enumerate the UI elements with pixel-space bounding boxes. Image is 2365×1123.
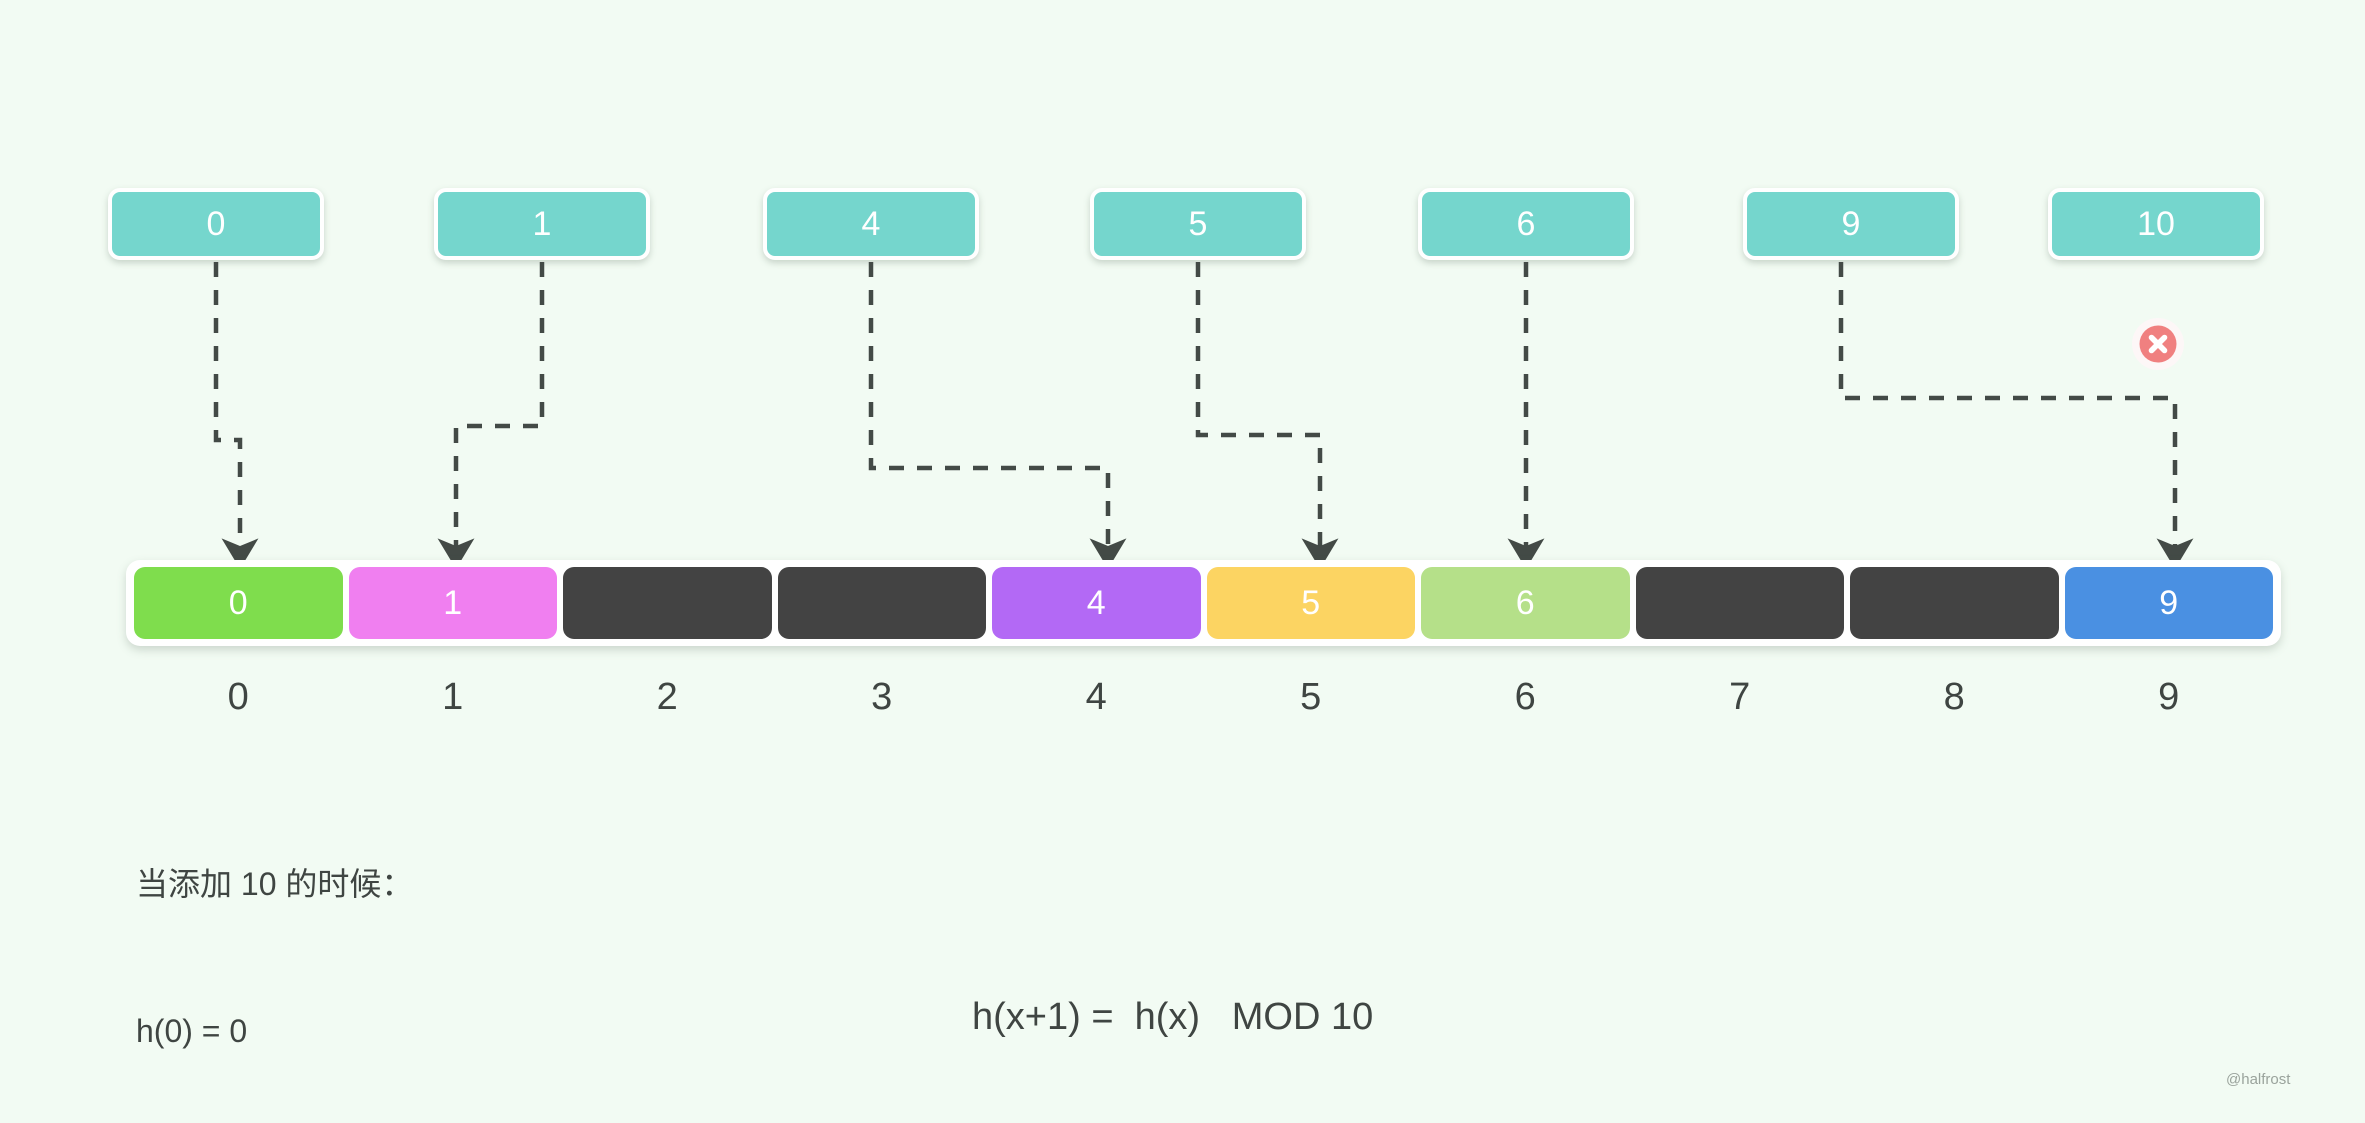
array-cell-9[interactable]: 9 bbox=[2064, 567, 2273, 639]
key-box-label: 5 bbox=[1188, 205, 1208, 243]
array-index-6: 6 bbox=[1514, 676, 1536, 718]
key-box-1[interactable]: 1 bbox=[434, 188, 650, 260]
array-index-5: 5 bbox=[1300, 676, 1322, 718]
array-index-8: 8 bbox=[1943, 676, 1965, 718]
arrow-key5-to-slot5 bbox=[1195, 262, 1339, 569]
arrow-key4-to-slot4 bbox=[868, 262, 1127, 569]
key-box-label: 4 bbox=[861, 205, 881, 243]
key-box-0[interactable]: 0 bbox=[108, 188, 324, 260]
array-cell-value: 0 bbox=[228, 584, 248, 622]
key-box-label: 6 bbox=[1516, 205, 1536, 243]
array-cell-2[interactable] bbox=[563, 567, 772, 639]
array-cell-value: 5 bbox=[1301, 584, 1321, 622]
key-box-5[interactable]: 5 bbox=[1090, 188, 1306, 260]
key-box-label: 1 bbox=[532, 205, 552, 243]
key-box-4[interactable]: 4 bbox=[763, 188, 979, 260]
collision-error-icon bbox=[2132, 318, 2184, 370]
key-box-10[interactable]: 10 bbox=[2048, 188, 2264, 260]
array-index-7: 7 bbox=[1729, 676, 1751, 718]
array-index-4: 4 bbox=[1085, 676, 1107, 718]
key-box-9[interactable]: 9 bbox=[1743, 188, 1959, 260]
array-cell-3[interactable] bbox=[777, 567, 986, 639]
array-index-2: 2 bbox=[656, 676, 678, 718]
key-box-6[interactable]: 6 bbox=[1418, 188, 1634, 260]
hash-formula: h(x+1) = h(x) MOD 10 bbox=[972, 996, 1374, 1038]
hash-table-array: 0 1 4 5 6 9 bbox=[126, 560, 2281, 646]
arrow-key9-to-slot9 bbox=[1838, 262, 2194, 569]
array-index-labels: 0 1 2 3 4 5 6 7 8 9 bbox=[126, 672, 2281, 722]
array-cell-5[interactable]: 5 bbox=[1206, 567, 1415, 639]
array-index-3: 3 bbox=[871, 676, 893, 718]
array-cell-8[interactable] bbox=[1850, 567, 2059, 639]
array-cell-value: 6 bbox=[1515, 584, 1535, 622]
array-cell-4[interactable]: 4 bbox=[992, 567, 1201, 639]
key-box-label: 0 bbox=[206, 205, 226, 243]
calculation-block: 当添加 10 的时候： h(0) = 0 h(1) = 0 + 1 * 1 = … bbox=[136, 762, 604, 1123]
array-cell-value: 4 bbox=[1086, 584, 1106, 622]
array-cell-6[interactable]: 6 bbox=[1421, 567, 1630, 639]
array-cell-1[interactable]: 1 bbox=[348, 567, 557, 639]
arrow-key0-to-slot0 bbox=[213, 262, 259, 569]
array-index-1: 1 bbox=[442, 676, 464, 718]
array-index-9: 9 bbox=[2158, 676, 2180, 718]
arrow-key1-to-slot1 bbox=[437, 262, 545, 569]
array-cell-value: 9 bbox=[2159, 584, 2179, 622]
array-cell-7[interactable] bbox=[1635, 567, 1844, 639]
array-cell-0[interactable]: 0 bbox=[134, 567, 343, 639]
calculation-line-0: h(0) = 0 bbox=[136, 1013, 248, 1049]
array-index-0: 0 bbox=[227, 676, 249, 718]
key-box-label: 10 bbox=[2137, 205, 2175, 243]
watermark: @halfrost bbox=[2226, 1071, 2291, 1088]
calculation-title: 当添加 10 的时候： bbox=[136, 866, 414, 902]
key-box-label: 9 bbox=[1841, 205, 1861, 243]
array-cell-value: 1 bbox=[443, 584, 463, 622]
